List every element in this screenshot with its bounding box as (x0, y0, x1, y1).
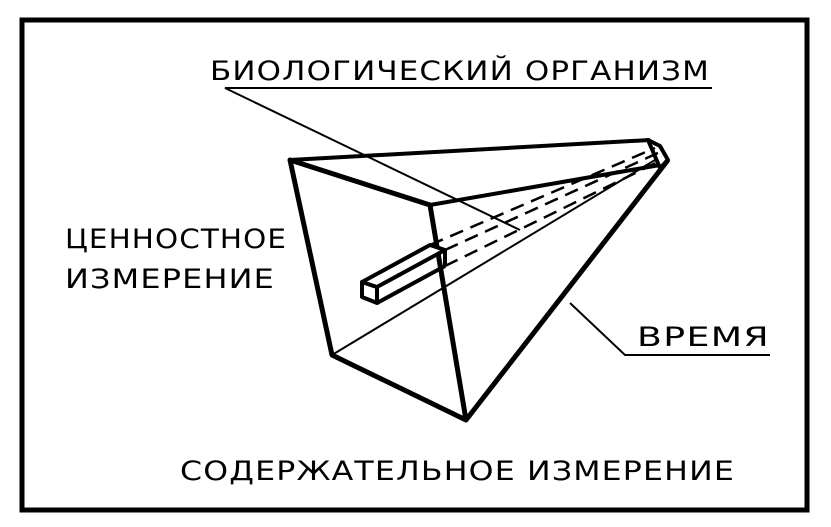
label-content-dimension: СОДЕРЖАТЕЛЬНОЕ ИЗМЕРЕНИЕ (180, 456, 735, 487)
pyramid-figure (287, 138, 670, 423)
organism-leader-line (224, 87, 712, 231)
pyramid-top-front-edge (429, 163, 661, 207)
label-biological-organism: БИОЛОГИЧЕСКИЙ ОРГАНИЗМ (210, 55, 710, 87)
organism-bar-top-face (360, 243, 447, 289)
pyramid-hidden-edge (331, 159, 656, 356)
organism-bar-bottom-edge (376, 264, 446, 305)
time-leader-line (569, 302, 770, 356)
label-value-dimension-line2: ИЗМЕРЕНИЕ (65, 264, 275, 295)
label-value-dimension-line1: ЦЕННОСТНОЕ (65, 224, 287, 255)
organism-bar-hidden-lines (429, 146, 663, 268)
label-time: ВРЕМЯ (637, 322, 770, 353)
pyramid-bottom-front-edge (464, 158, 670, 422)
pyramid-top-back-edge (289, 138, 651, 162)
outer-frame (19, 17, 810, 513)
